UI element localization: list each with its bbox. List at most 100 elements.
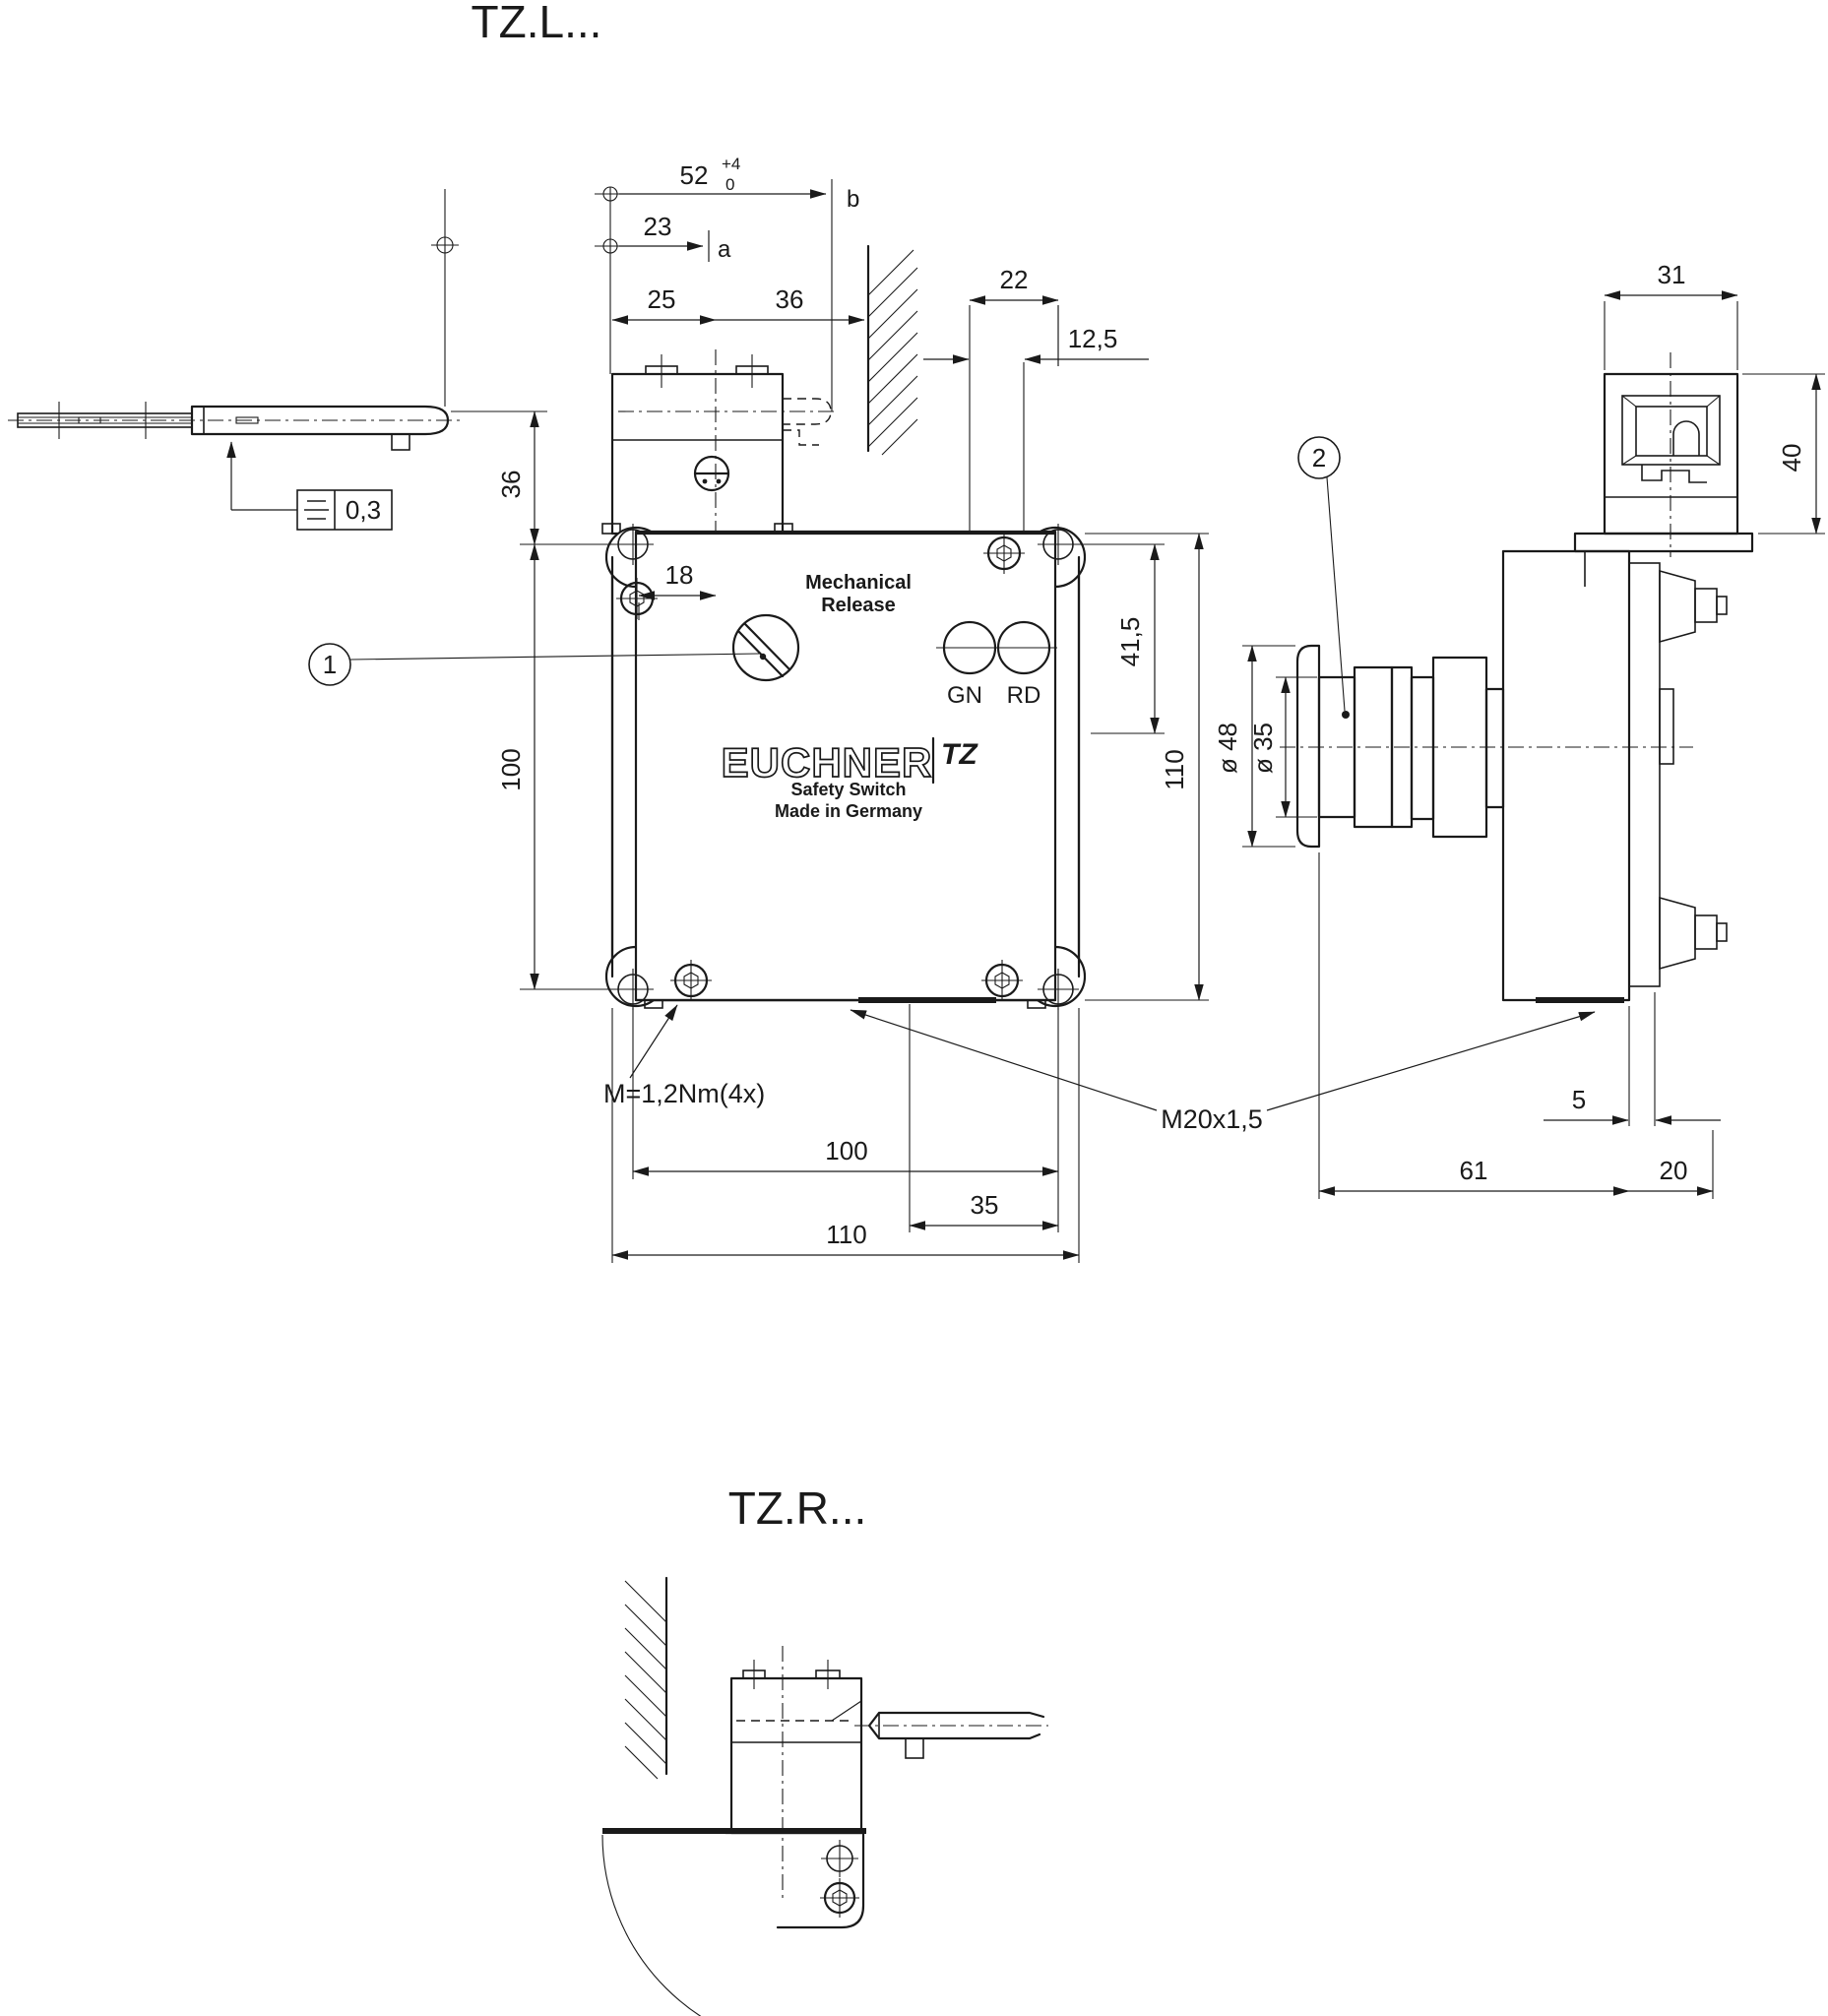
ref-a-label: a <box>718 236 731 263</box>
led-red-indicator <box>990 620 1057 675</box>
ref-b-label: b <box>847 186 859 213</box>
series-logo-text: TZ <box>941 738 978 771</box>
rear-clip <box>1659 688 1674 765</box>
head-flange-side <box>1573 532 1754 553</box>
side-view: 2 31 40 ø 48 ø 35 <box>1213 260 1825 1199</box>
logo-subtitle: Safety Switch <box>790 780 906 799</box>
dim-41-5: 41,5 <box>1073 543 1165 734</box>
dim-110-bottom-value: 110 <box>826 1220 866 1249</box>
tzr-body <box>601 1828 866 2016</box>
tolerance-frame: 0,3 <box>226 441 393 531</box>
mounting-wall-hatch <box>866 244 918 456</box>
dim-110-right: 110 <box>1085 533 1209 1001</box>
head-slot-arch <box>1672 420 1700 456</box>
tolerance-value: 0,3 <box>346 495 381 525</box>
mounting-hole-top-left <box>612 524 654 565</box>
key-slot <box>235 416 259 424</box>
tzr-mounting-hole <box>821 1840 858 1877</box>
tzr-view <box>601 1576 1048 2016</box>
dim-18-value: 18 <box>665 560 694 590</box>
tzr-head <box>729 1646 863 1900</box>
switch-body-side <box>1501 549 1631 1002</box>
phantom-actuator-step <box>783 429 819 446</box>
dim-110-bottom: 110 <box>611 1008 1080 1263</box>
dim-22-12-5: 22 12,5 <box>923 265 1149 366</box>
dim-100-bottom: 100 <box>632 1008 1059 1232</box>
mech-release-line1: Mechanical <box>805 572 912 594</box>
dim-40: 40 <box>1742 373 1825 535</box>
dim-36-left: 36 <box>451 410 614 545</box>
straightness-symbol-icon <box>304 500 329 520</box>
cover-screw-top-right <box>983 533 1025 574</box>
rear-mounting-plate <box>1628 562 1728 987</box>
dim-110-right-value: 110 <box>1160 749 1189 789</box>
brand-logo-text: EUCHNER <box>722 739 933 786</box>
actuator-key-tab <box>391 433 410 451</box>
dim-dia48-value: ø 48 <box>1213 723 1242 774</box>
dim-52-tol-zero: 0 <box>725 175 734 194</box>
title-tzl: TZ.L... <box>472 0 602 47</box>
torque-note-text: M=1,2Nm(4x) <box>603 1079 765 1108</box>
release-button-side <box>1295 644 1505 849</box>
dim-22-value: 22 <box>1000 265 1029 294</box>
head-screw-icon <box>693 455 730 492</box>
dim-100-left-value: 100 <box>496 748 526 790</box>
front-view: 52 +4 0 b 23 a 25 36 <box>308 155 1596 1263</box>
title-tzr: TZ.R... <box>728 1482 867 1534</box>
actuator-key-body <box>190 405 450 436</box>
balloon-2: 2 <box>1297 436 1350 719</box>
dim-100-bottom-value: 100 <box>825 1136 867 1166</box>
dim-35-bottom: 35 <box>909 1004 1059 1232</box>
datum-crosshair <box>431 189 459 407</box>
mechanical-release-screw <box>731 613 800 682</box>
switch-head-front <box>601 349 835 605</box>
dim-dia35-value: ø 35 <box>1248 723 1278 774</box>
euchner-logo: EUCHNER TZ Safety Switch Made in Germany <box>721 736 978 821</box>
tzr-cover-screw <box>820 1878 859 1918</box>
mounting-hole-bottom-left <box>612 969 654 1010</box>
dim-52-value: 52 <box>680 160 709 190</box>
dim-41-5-value: 41,5 <box>1115 617 1145 667</box>
switch-body-front: GN RD Mechanical Release EUCHNER TZ Safe… <box>604 524 1087 1010</box>
phantom-actuator <box>783 398 832 425</box>
dim-61-value: 61 <box>1460 1156 1488 1185</box>
dim-23-value: 23 <box>644 212 672 241</box>
dim-61-20: 61 20 <box>1318 852 1714 1199</box>
dim-dia48: ø 48 <box>1213 645 1295 848</box>
dim-36-top-value: 36 <box>776 284 804 314</box>
gland-note-text: M20x1,5 <box>1161 1104 1263 1134</box>
dim-31-value: 31 <box>1658 260 1686 289</box>
dim-20-value: 20 <box>1660 1156 1688 1185</box>
tzr-wall-hatch <box>624 1576 668 1780</box>
dim-5: 5 <box>1544 992 1721 1126</box>
dim-dia35: ø 35 <box>1248 676 1317 818</box>
mounting-bolt-bottom-icon <box>1694 914 1718 950</box>
tzr-actuator-key <box>854 1711 1048 1759</box>
dim-40-value: 40 <box>1777 444 1806 472</box>
actuator-key-side-view: 0,3 <box>8 189 463 531</box>
mech-release-line2: Release <box>821 595 896 616</box>
dim-52: 52 +4 0 b <box>595 155 859 411</box>
balloon-2-number: 2 <box>1312 443 1326 472</box>
led-red-label: RD <box>1007 682 1041 709</box>
dim-35-bottom-value: 35 <box>971 1190 999 1220</box>
dim-18: 18 <box>638 560 717 620</box>
dim-36-left-value: 36 <box>496 471 526 499</box>
balloon-1: 1 <box>308 643 760 686</box>
dim-23: 23 a <box>595 212 731 263</box>
dim-5-value: 5 <box>1572 1085 1586 1114</box>
dim-25-value: 25 <box>648 284 676 314</box>
cover-screw-bottom-left <box>670 960 712 1001</box>
head-slot-step <box>1641 465 1707 483</box>
mounting-hole-bottom-right <box>1038 969 1079 1010</box>
dim-25-36: 25 36 <box>611 284 865 325</box>
switch-head-side <box>1603 352 1739 557</box>
dim-52-tol-plus: +4 <box>722 155 740 173</box>
tzr-swing-arc <box>601 1834 702 2016</box>
cover-screw-bottom-right <box>981 960 1023 1001</box>
mounting-bolt-top-icon <box>1694 588 1718 623</box>
led-green-label: GN <box>947 682 982 709</box>
blade-slot <box>78 416 101 424</box>
